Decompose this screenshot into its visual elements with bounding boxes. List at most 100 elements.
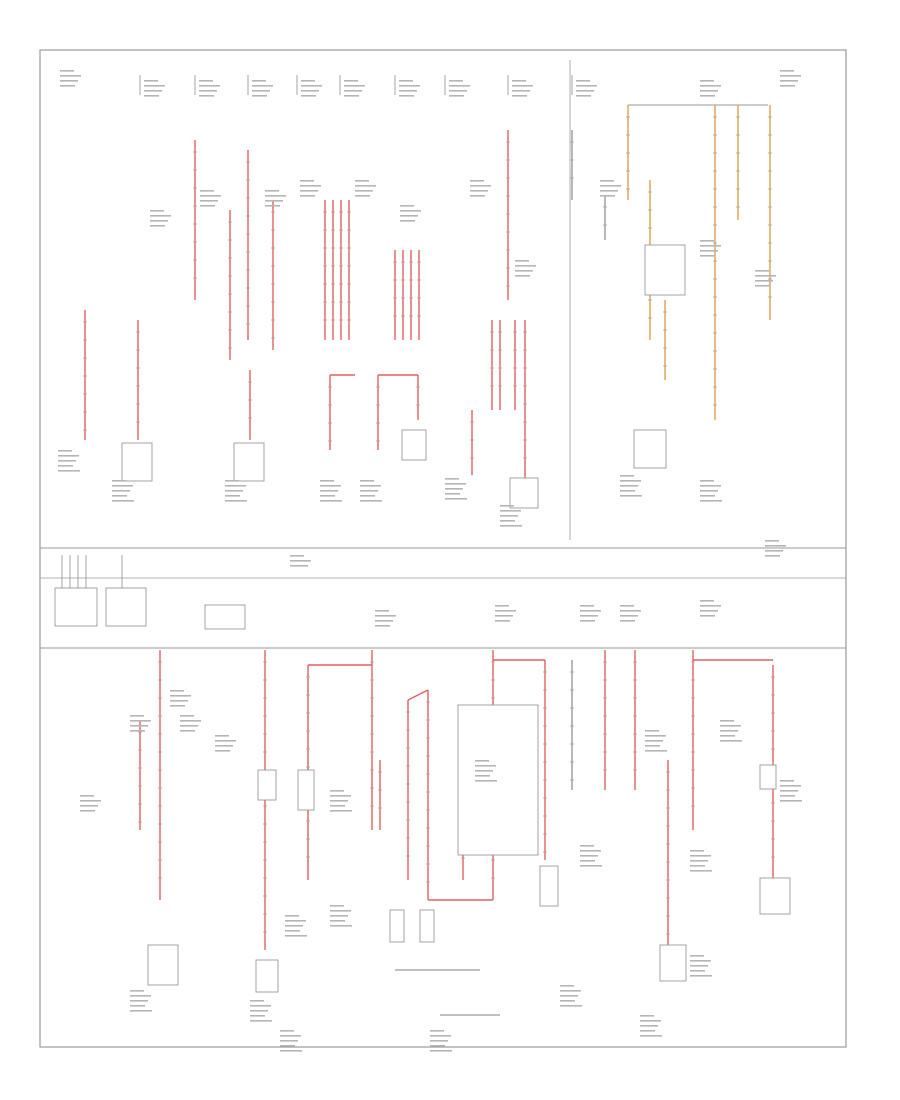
component-label [560,995,578,997]
component-label [780,785,801,787]
circuit-label [470,195,485,197]
circuit-label [470,180,484,182]
fuse-label [252,95,267,97]
fuse-label [449,85,470,87]
component-label [780,795,795,797]
component-label [560,1000,575,1002]
circuit-label [180,730,195,732]
circuit-label [600,185,621,187]
module-lower-9 [759,877,791,915]
module-3 [401,429,427,461]
circuit-label [300,190,318,192]
component-label [475,760,489,762]
circuit-label [80,800,101,802]
fuse-label [301,90,319,92]
circuit-label [375,625,390,627]
fuse-label [344,90,362,92]
circuit-label [215,745,233,747]
component-label [320,485,341,487]
circuit-label [755,280,773,282]
circuit-label [150,215,171,217]
component-label [500,515,518,517]
circuit-label [780,75,801,77]
component-label [330,790,344,792]
circuit-label [700,605,721,607]
component-label [58,470,80,472]
circuit-label [780,70,794,72]
circuit-label [620,615,638,617]
component-label [640,1030,655,1032]
component-label [690,955,704,957]
wire-link [407,689,429,701]
circuit-label [700,245,721,247]
fuse-label [344,80,358,82]
circuit-label [375,615,396,617]
fuse-label [512,80,526,82]
circuit-label [600,195,615,197]
component-label [690,960,711,962]
circuit-label [80,810,95,812]
bus-label [290,560,311,562]
fuse-label [512,85,533,87]
component-label [500,520,515,522]
circuit-label [180,715,194,717]
circuit-label [265,200,283,202]
bus-label [765,540,779,542]
component-label [645,730,659,732]
circuit-label [400,205,414,207]
circuit-label [215,750,230,752]
fuse-label [144,80,158,82]
component-label [330,805,345,807]
fuse-label [399,90,417,92]
circuit-label [620,620,635,622]
component-label [645,745,660,747]
fuse-label [144,90,162,92]
component-label [430,1050,452,1052]
circuit-label [130,725,148,727]
module-lower-5 [389,909,405,943]
component-label [430,1045,445,1047]
circuit-label [470,190,488,192]
circuit-label [130,730,145,732]
component-label [250,1015,265,1017]
component-label [780,780,794,782]
component-label [285,920,306,922]
label-group [58,70,802,1052]
module-lower-7 [539,865,559,907]
fuse-label [344,85,365,87]
component-label [645,750,667,752]
component-label [360,480,374,482]
component-label [560,985,574,987]
circuit-label [150,220,168,222]
component-label [645,740,663,742]
circuit-label [200,190,214,192]
component-label [580,850,601,852]
fuse-label [449,90,467,92]
component-label [690,870,712,872]
fuse-label [449,80,463,82]
circuit-label [700,95,715,97]
bus-label [765,555,780,557]
circuit-label [495,610,516,612]
component-label [285,935,307,937]
fuse-label [252,80,266,82]
component-label [500,525,522,527]
circuit-label [375,610,389,612]
component-label [250,1020,272,1022]
fuse-block-left [54,587,98,627]
component-label [690,865,705,867]
circuit-label [400,210,421,212]
component-label [700,480,714,482]
component-label [320,495,335,497]
fuse-label [301,80,315,82]
component-label [58,455,79,457]
component-label [640,1035,662,1037]
circuit-label [700,80,714,82]
circuit-label [130,715,144,717]
circuit-label [180,720,201,722]
component-label [445,478,459,480]
component-label [475,775,490,777]
component-label [580,855,598,857]
component-label [645,735,666,737]
circuit-label [170,700,188,702]
